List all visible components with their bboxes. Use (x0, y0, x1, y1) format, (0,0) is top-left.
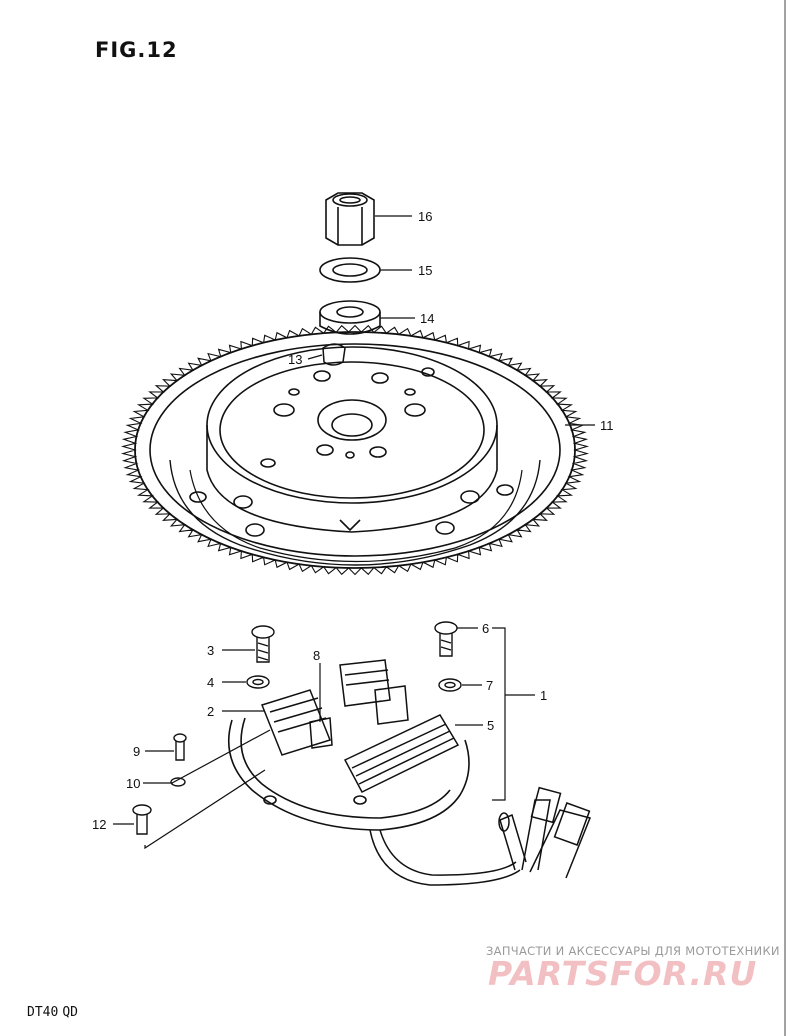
callout-12: 12 (92, 817, 106, 832)
lock-washer (319, 257, 381, 283)
callout-15: 15 (418, 263, 432, 278)
callout-2: 2 (207, 704, 214, 719)
washer-10 (170, 777, 186, 787)
watermark-tagline: ЗАПЧАСТИ И АКСЕССУАРЫ ДЛЯ МОТОТЕХНИКИ (486, 944, 780, 958)
callout-9: 9 (133, 744, 140, 759)
callout-4: 4 (207, 675, 214, 690)
washer-4 (246, 675, 270, 689)
screw-6 (434, 621, 458, 657)
callout-6: 6 (482, 621, 489, 636)
charge-coil (261, 659, 391, 756)
watermark-logo: PARTSFOR.RU (488, 954, 758, 993)
flywheel-nut (325, 192, 375, 246)
callout-14: 14 (420, 311, 434, 326)
callout-16: 16 (418, 209, 432, 224)
screw-12 (132, 804, 152, 835)
washer-7 (438, 678, 462, 692)
callout-1: 1 (540, 688, 547, 703)
figure-title: FIG.12 (95, 38, 178, 62)
callout-7: 7 (486, 678, 493, 693)
woodruff-key (322, 343, 346, 366)
callout-5: 5 (487, 718, 494, 733)
model-code: DT40 (27, 1005, 59, 1020)
stator-base-plate (227, 717, 470, 831)
ring-gear-teeth (120, 324, 590, 576)
callout-11: 11 (600, 418, 614, 433)
callout-10: 10 (126, 776, 140, 791)
flywheel-ring-gear (120, 324, 590, 576)
pulser-coil (309, 685, 460, 793)
callout-13: 13 (288, 352, 302, 367)
callout-8: 8 (313, 648, 320, 663)
flywheel-rotor (189, 346, 514, 537)
leader-lines (113, 215, 595, 850)
stator-harness (369, 786, 592, 886)
screw-3 (251, 625, 275, 663)
callout-3: 3 (207, 643, 214, 658)
screw-9 (173, 733, 187, 761)
flywheel-washer (319, 300, 381, 335)
model-suffix: QD (62, 1005, 78, 1020)
